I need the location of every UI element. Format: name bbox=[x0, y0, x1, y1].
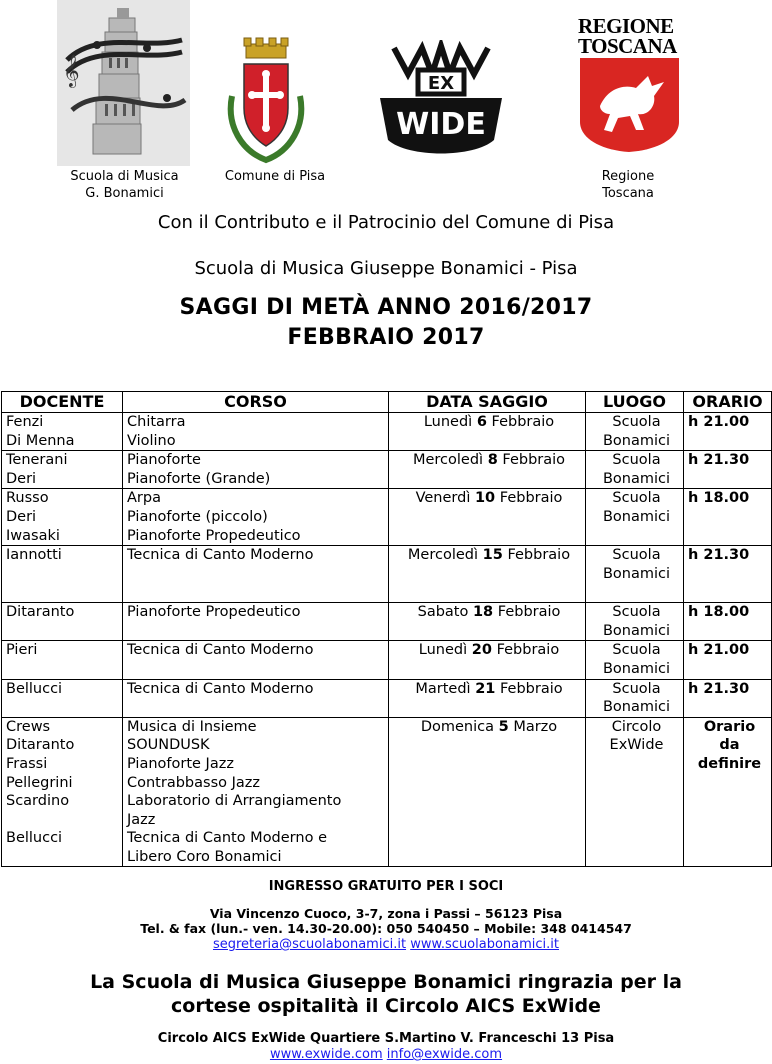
header-orario: ORARIO bbox=[683, 391, 772, 413]
corso-cell: Tecnica di Canto Moderno bbox=[122, 545, 389, 604]
table-row: Russo Deri Iwasaki Arpa Pianoforte (picc… bbox=[1, 488, 772, 547]
scuola-line: Scuola di Musica Giuseppe Bonamici - Pis… bbox=[194, 258, 578, 279]
data-cell: Sabato 18 Febbraio bbox=[388, 602, 586, 642]
luogo-cell: Circolo ExWide bbox=[585, 716, 684, 868]
data-cell: Venerdì 10 Febbraio bbox=[388, 488, 586, 547]
orario-cell: h 18.00 bbox=[683, 488, 772, 547]
table-row: Tenerani Deri Pianoforte Pianoforte (Gra… bbox=[1, 450, 772, 490]
bonamici-caption: Scuola di Musica G. Bonamici bbox=[70, 169, 179, 201]
corso-cell: Pianoforte Pianoforte (Grande) bbox=[122, 450, 389, 490]
luogo-cell: Scuola Bonamici bbox=[585, 678, 684, 718]
table-row: Ditaranto Pianoforte Propedeutico Sabato… bbox=[1, 602, 772, 642]
thanks-line-1: La Scuola di Musica Giuseppe Bonamici ri… bbox=[90, 971, 682, 993]
exwide-wide-text: WIDE bbox=[396, 107, 486, 142]
luogo-cell: Scuola Bonamici bbox=[585, 450, 684, 490]
regione-logo-text: REGIONE TOSCANA bbox=[578, 14, 677, 58]
orario-cell: Orario da definire bbox=[683, 716, 772, 868]
thanks-line-2: cortese ospitalità il Circolo AICS ExWid… bbox=[171, 995, 601, 1017]
docente-cell: Russo Deri Iwasaki bbox=[1, 488, 123, 547]
docente-cell: Crews Ditaranto Frassi Pellegrini Scardi… bbox=[1, 716, 123, 868]
luogo-cell: Scuola Bonamici bbox=[585, 411, 684, 452]
contact-links: segreteria@scuolabonamici.it www.scuolab… bbox=[0, 937, 772, 952]
corso-cell: Tecnica di Canto Moderno bbox=[122, 640, 389, 680]
table-row: Fenzi Di Menna Chitarra Violino Lunedì 6… bbox=[1, 411, 772, 452]
regione-toscana-logo: REGIONE TOSCANA bbox=[578, 16, 681, 152]
website-link[interactable]: www.scuolabonamici.it bbox=[410, 937, 560, 952]
exwide-logo: EX WIDE bbox=[374, 36, 508, 166]
schedule-table: DOCENTE CORSO DATA SAGGIO LUOGO ORARIO F… bbox=[1, 391, 772, 868]
docente-cell: Fenzi Di Menna bbox=[1, 411, 123, 452]
page-title: SAGGI DI METÀ ANNO 2016/2017 bbox=[179, 295, 593, 320]
table-row: Crews Ditaranto Frassi Pellegrini Scardi… bbox=[1, 716, 772, 868]
data-cell: Lunedì 20 Febbraio bbox=[388, 640, 586, 680]
table-header-row: DOCENTE CORSO DATA SAGGIO LUOGO ORARIO bbox=[1, 391, 772, 413]
luogo-cell: Scuola Bonamici bbox=[585, 488, 684, 547]
docente-cell: Tenerani Deri bbox=[1, 450, 123, 490]
regione-caption: Regione Toscana bbox=[601, 169, 655, 201]
header-corso: CORSO bbox=[122, 391, 389, 413]
comune-caption: Comune di Pisa bbox=[224, 169, 326, 184]
data-cell: Martedì 21 Febbraio bbox=[388, 678, 586, 718]
orario-cell: h 21.30 bbox=[683, 678, 772, 718]
data-cell: Domenica 5 Marzo bbox=[388, 716, 586, 868]
exwide-links: www.exwide.com info@exwide.com bbox=[0, 1047, 772, 1062]
table-row: Iannotti Tecnica di Canto Moderno Mercol… bbox=[1, 545, 772, 604]
contributo-line: Con il Contributo e il Patrocinio del Co… bbox=[157, 212, 615, 233]
header-luogo: LUOGO bbox=[585, 391, 684, 413]
luogo-cell: Scuola Bonamici bbox=[585, 640, 684, 680]
address-line: Via Vincenzo Cuoco, 3-7, zona i Passi – … bbox=[209, 906, 563, 921]
data-cell: Mercoledì 15 Febbraio bbox=[388, 545, 586, 604]
exwide-website-link[interactable]: www.exwide.com bbox=[269, 1047, 383, 1062]
luogo-cell: Scuola Bonamici bbox=[585, 602, 684, 642]
docente-cell: Iannotti bbox=[1, 545, 123, 604]
corso-cell: Tecnica di Canto Moderno bbox=[122, 678, 389, 718]
ingresso-line: INGRESSO GRATUITO PER I SOCI bbox=[268, 879, 504, 894]
table-row: Pieri Tecnica di Canto Moderno Lunedì 20… bbox=[1, 640, 772, 680]
docente-cell: Bellucci bbox=[1, 678, 123, 718]
orario-cell: h 21.30 bbox=[683, 450, 772, 490]
data-cell: Lunedì 6 Febbraio bbox=[388, 411, 586, 452]
docente-cell: Ditaranto bbox=[1, 602, 123, 642]
data-cell: Mercoledì 8 Febbraio bbox=[388, 450, 586, 490]
comune-pisa-crest bbox=[222, 36, 310, 166]
circolo-address: Circolo AICS ExWide Quartiere S.Martino … bbox=[157, 1031, 615, 1046]
tel-line: Tel. & fax (lun.- ven. 14.30-20.00): 050… bbox=[140, 921, 632, 936]
luogo-cell: Scuola Bonamici bbox=[585, 545, 684, 604]
orario-cell: h 21.30 bbox=[683, 545, 772, 604]
corso-cell: Musica di Insieme SOUNDUSK Pianoforte Ja… bbox=[122, 716, 389, 868]
exwide-ex-text: EX bbox=[428, 73, 454, 94]
docente-cell: Pieri bbox=[1, 640, 123, 680]
header-docente: DOCENTE bbox=[1, 391, 123, 413]
page-subtitle: FEBBRAIO 2017 bbox=[287, 325, 485, 350]
email-link[interactable]: segreteria@scuolabonamici.it bbox=[212, 937, 407, 952]
corso-cell: Pianoforte Propedeutico bbox=[122, 602, 389, 642]
exwide-email-link[interactable]: info@exwide.com bbox=[386, 1047, 503, 1062]
bonamici-logo: 𝄞 bbox=[57, 0, 190, 166]
corso-cell: Arpa Pianoforte (piccolo) Pianoforte Pro… bbox=[122, 488, 389, 547]
table-row: Bellucci Tecnica di Canto Moderno Marted… bbox=[1, 678, 772, 718]
orario-cell: h 21.00 bbox=[683, 640, 772, 680]
header-data: DATA SAGGIO bbox=[388, 391, 586, 413]
orario-cell: h 21.00 bbox=[683, 411, 772, 452]
corso-cell: Chitarra Violino bbox=[122, 411, 389, 452]
svg-text:𝄞: 𝄞 bbox=[63, 54, 80, 88]
orario-cell: h 18.00 bbox=[683, 602, 772, 642]
